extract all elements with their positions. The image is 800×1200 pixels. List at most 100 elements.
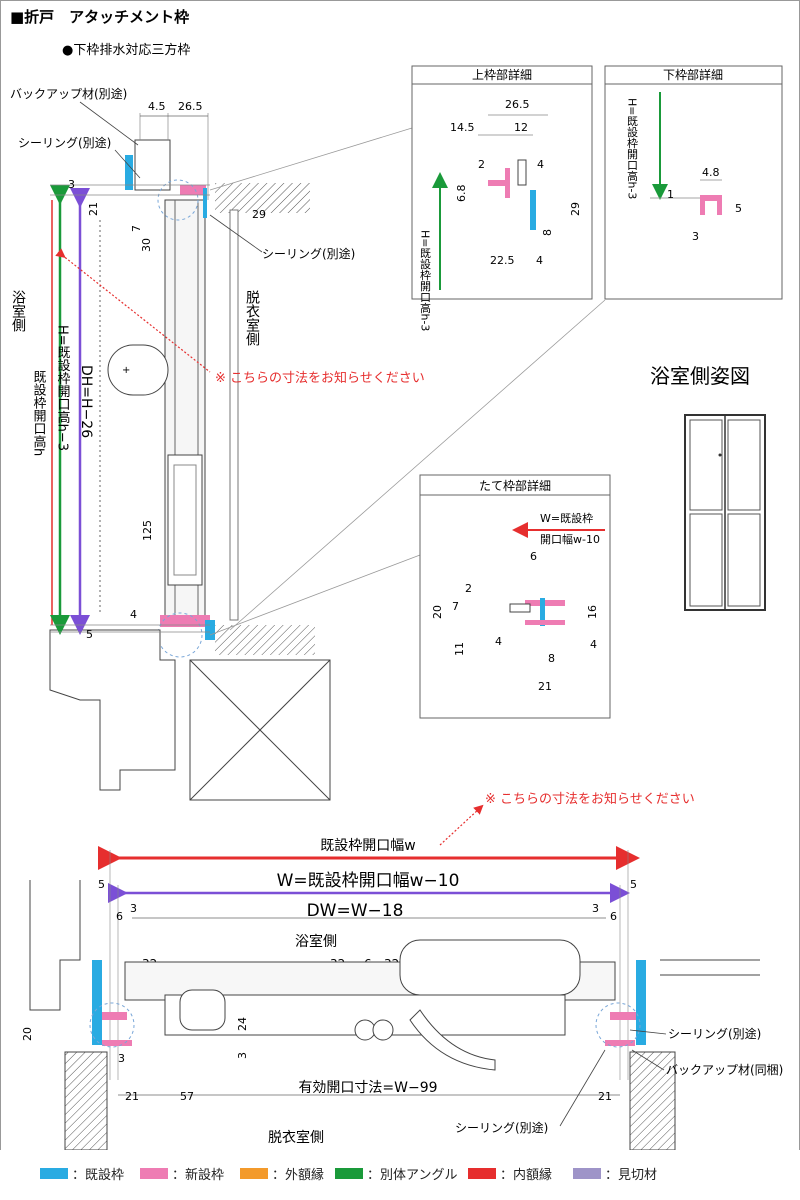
legend-item-inner-casing: ：内額縁 bbox=[468, 1164, 552, 1183]
top-dim-29: 29 bbox=[569, 202, 582, 216]
plan-dim-21l: 21 bbox=[125, 1090, 139, 1103]
dim-3: 3 bbox=[68, 178, 75, 191]
bottom-detail-panel: 下枠部詳細 H=既設枠開口高h-3 4.8 1 5 3 bbox=[604, 65, 783, 300]
dim-21: 21 bbox=[87, 202, 100, 216]
dim-29: 29 bbox=[252, 208, 266, 221]
dim-4-5: 4.5 bbox=[148, 100, 166, 113]
label-bath-side: 浴室側 bbox=[10, 290, 26, 332]
upper-wall-hatch bbox=[215, 183, 310, 213]
side-dim-16: 16 bbox=[586, 605, 599, 619]
plan-view: ※ こちらの寸法をお知らせください 既設枠開口幅w W=既設枠開口幅w−10 D… bbox=[21, 791, 783, 1151]
legend-swatch bbox=[140, 1168, 168, 1179]
top-detail-panel: 上枠部詳細 H=既設枠開口高h-3 26.5 14.5 12 2 4 6.8 8… bbox=[411, 65, 593, 331]
plan-dim-6r: 6 bbox=[610, 910, 617, 923]
legend-swatch bbox=[240, 1168, 268, 1179]
legend-swatch bbox=[468, 1168, 496, 1179]
side-dim-4: 4 bbox=[495, 635, 502, 648]
label-dh: DH=H−26 bbox=[78, 365, 94, 438]
label-plan-backup-right: バックアップ材(同梱) bbox=[666, 1063, 783, 1077]
plan-dim-20: 20 bbox=[21, 1027, 34, 1041]
label-h-new: H=既設枠開口高h−3 bbox=[55, 325, 71, 451]
plan-dim-3r: 3 bbox=[592, 902, 599, 915]
section-view: + 4.5 26.5 bbox=[10, 86, 425, 801]
dim-125: 125 bbox=[141, 520, 154, 541]
door-handle bbox=[107, 344, 169, 396]
legend-item-existing-frame: ：既設枠 bbox=[40, 1164, 124, 1183]
bottom-dim-1: 1 bbox=[667, 188, 674, 201]
side-dim-7: 7 bbox=[452, 600, 459, 613]
svg-text:+: + bbox=[122, 365, 130, 376]
side-dim-4b: 4 bbox=[590, 638, 597, 651]
label-plan-sealing-bottom: シーリング(別途) bbox=[455, 1120, 548, 1135]
plan-dim-3a: 3 bbox=[236, 1052, 249, 1059]
label-plan-sealing-right: シーリング(別途) bbox=[668, 1026, 761, 1041]
plan-dim-21r: 21 bbox=[598, 1090, 612, 1103]
label-plan-bath-side: 浴室側 bbox=[295, 933, 337, 950]
label-changing-side: 脱衣室側 bbox=[244, 290, 260, 346]
note-plan: ※ こちらの寸法をお知らせください bbox=[485, 791, 695, 807]
side-dim-11: 11 bbox=[453, 642, 466, 656]
side-dim-6: 6 bbox=[530, 550, 537, 563]
bottom-dim-3: 3 bbox=[692, 230, 699, 243]
elevation-title: 浴室側姿図 bbox=[650, 364, 750, 388]
label-w-existing: 既設枠開口幅w bbox=[320, 838, 415, 854]
top-dim-8: 8 bbox=[541, 229, 554, 236]
top-dim-14-5: 14.5 bbox=[450, 121, 475, 134]
dim-5: 5 bbox=[86, 628, 93, 641]
label-effective: 有効開口寸法=W−99 bbox=[298, 1080, 437, 1096]
legend-swatch bbox=[573, 1168, 601, 1179]
side-dim-21: 21 bbox=[538, 680, 552, 693]
side-dim-20: 20 bbox=[431, 605, 444, 619]
elevation-view: 浴室側姿図 bbox=[650, 364, 766, 611]
top-dim-4: 4 bbox=[537, 158, 544, 171]
legend-label: ：既設枠 bbox=[72, 1168, 125, 1183]
legend-label: ：内額縁 bbox=[500, 1168, 553, 1183]
plan-dim-5r: 5 bbox=[630, 878, 637, 891]
label-dw: DW=W−18 bbox=[307, 901, 404, 921]
legend-label: ：外額縁 bbox=[272, 1168, 325, 1183]
door-leaf-edge bbox=[229, 209, 239, 621]
label-backup: バックアップ材(別途) bbox=[10, 86, 127, 101]
top-new-frame bbox=[180, 185, 206, 195]
label-sealing-top: シーリング(別途) bbox=[18, 135, 111, 150]
bottom-detail-title: 下枠部詳細 bbox=[663, 67, 723, 82]
color-legend: ：既設枠 ：新設枠 ：外額縁 ：別体アングル ：内額縁 ：見切材 bbox=[0, 1150, 800, 1200]
top-detail-title: 上枠部詳細 bbox=[472, 67, 532, 82]
dim-26-5: 26.5 bbox=[178, 100, 203, 113]
side-detail-wlabel-1: W=既設枠 bbox=[540, 511, 593, 525]
label-w-new: W=既設枠開口幅w−10 bbox=[277, 871, 460, 891]
bottom-detail-vlabel: H=既設枠開口高h-3 bbox=[626, 98, 639, 199]
plan-dim-3b: 3 bbox=[118, 1052, 125, 1065]
label-plan-changing-side: 脱衣室側 bbox=[268, 1129, 324, 1146]
top-detail-vlabel: H=既設枠開口高h-3 bbox=[419, 230, 432, 331]
top-dim-4b: 4 bbox=[536, 254, 543, 267]
page-title: ■折戸 アタッチメント枠 bbox=[10, 8, 189, 26]
legend-item-trim: ：見切材 bbox=[573, 1164, 657, 1183]
label-h-existing: 既設枠開口高h bbox=[31, 370, 47, 456]
plan-handle bbox=[399, 939, 581, 996]
top-dim-12: 12 bbox=[514, 121, 528, 134]
legend-swatch bbox=[40, 1168, 68, 1179]
top-dim-6-8: 6.8 bbox=[455, 185, 468, 203]
lower-hinge-block bbox=[167, 454, 203, 586]
legend-label: ：見切材 bbox=[605, 1168, 658, 1183]
side-dim-8: 8 bbox=[548, 652, 555, 665]
dim-7: 7 bbox=[130, 225, 143, 232]
page-subtitle: ●下枠排水対応三方枠 bbox=[62, 42, 190, 58]
lower-sill-body bbox=[49, 629, 176, 791]
top-dim-2: 2 bbox=[478, 158, 485, 171]
plan-dim-57: 57 bbox=[180, 1090, 194, 1103]
top-dim-22-5: 22.5 bbox=[490, 254, 515, 267]
label-sealing-mid: シーリング(別途) bbox=[262, 246, 355, 261]
dim-30: 30 bbox=[140, 238, 153, 252]
side-detail-panel: たて枠部詳細 W=既設枠 開口幅w-10 6 7 2 20 16 4 11 4 … bbox=[419, 474, 611, 719]
top-dim-26-5: 26.5 bbox=[505, 98, 530, 111]
plan-dim-3l: 3 bbox=[130, 902, 137, 915]
legend-item-outer-casing: ：外額縁 bbox=[240, 1164, 324, 1183]
plan-dim-5l: 5 bbox=[98, 878, 105, 891]
legend-item-new-frame: ：新設枠 bbox=[140, 1164, 224, 1183]
bottom-dim-4-8: 4.8 bbox=[702, 166, 720, 179]
note-pointer bbox=[55, 248, 211, 373]
